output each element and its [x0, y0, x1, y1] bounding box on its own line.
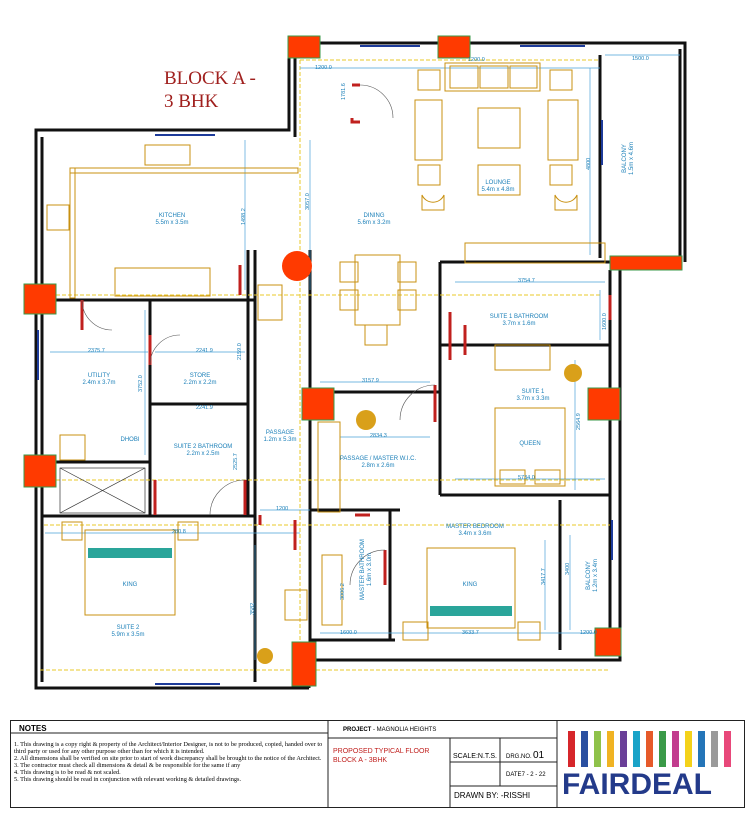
- logo-bar: [698, 731, 705, 767]
- note-item: 1. This drawing is a copy right & proper…: [14, 741, 323, 755]
- dim-label: 1200.0: [580, 630, 597, 636]
- dim-label: 2564.9: [576, 413, 582, 430]
- dim-label: 2375.7: [88, 348, 105, 354]
- dim-label: 3157.9: [362, 378, 379, 384]
- block-title-line1: BLOCK A -: [164, 68, 256, 89]
- dim-label: 1500.0: [632, 56, 649, 62]
- note-item: 5. This drawing should be read in conjun…: [14, 776, 242, 783]
- dim-label: 3633.7: [462, 630, 479, 636]
- column-round: [282, 251, 312, 281]
- dim-label: 3754.7: [518, 278, 535, 284]
- drg-number: 01: [533, 750, 545, 761]
- notes-title: NOTES: [19, 724, 47, 733]
- title-block-footer: NOTES 1. This drawing is a copy right & …: [10, 720, 745, 808]
- scale-label: SCALE:N.T.S.: [453, 753, 497, 760]
- block-title: BLOCK A - 3 BHK: [164, 67, 256, 113]
- logo-bar: [711, 731, 718, 767]
- logo-bars: [568, 731, 731, 767]
- drg-label: DRG.NO.: [506, 754, 532, 760]
- logo-bar: [633, 731, 640, 767]
- label-king-bed-master: KING: [462, 582, 478, 588]
- dim-label: 1600.0: [602, 313, 608, 330]
- dim-label: 3752.0: [138, 375, 144, 392]
- logo-bar: [581, 731, 588, 767]
- dim-label: 3582: [250, 602, 256, 615]
- date-label: DATE7 - 2 - 22: [506, 772, 546, 778]
- grid-lines: [40, 59, 610, 680]
- dhobi-area: [59, 467, 146, 514]
- dim-label: 3400: [565, 562, 571, 575]
- dim-label: 2525.7: [233, 453, 239, 470]
- note-item: 4. This drawing is to be read & not scal…: [14, 769, 121, 776]
- logo-bar: [672, 731, 679, 767]
- bed-linen: [88, 548, 512, 616]
- dim-label: 1200.0: [315, 65, 332, 71]
- logo-bar: [685, 731, 692, 767]
- dim-label: 3417.7: [541, 568, 547, 585]
- logo-bar: [594, 731, 601, 767]
- logo-bar: [659, 731, 666, 767]
- columns: [23, 35, 683, 687]
- dim-label: 2241.9: [196, 405, 213, 411]
- footer-grid: [10, 720, 558, 808]
- logo-wordmark: FAIRDEAL: [562, 768, 712, 801]
- dim-label: 2159.0: [237, 343, 243, 360]
- windows: [37, 45, 613, 685]
- dim-label: 2834.3: [370, 433, 387, 439]
- label-king-bed-suite2: KING: [122, 582, 138, 588]
- logo-bar: [568, 731, 575, 767]
- dim-label: 3057.0: [305, 193, 311, 210]
- rugs: [257, 364, 582, 664]
- company-logo: FAIRDEAL: [558, 721, 744, 807]
- label-queen-bed: QUEEN: [519, 441, 541, 447]
- notes-list: 1. This drawing is a copy right & proper…: [14, 741, 324, 783]
- dim-label: 1200: [276, 506, 289, 512]
- dim-label: 1600.0: [340, 630, 357, 636]
- dim-label: 5734.0: [518, 475, 535, 481]
- dim-label: 1781.6: [341, 83, 347, 100]
- note-item: 2. All dimensions shall be verified on s…: [14, 755, 322, 762]
- logo-bar: [607, 731, 614, 767]
- dim-label: 280.8: [172, 529, 186, 535]
- room-dhobi: DHOBI: [120, 437, 140, 443]
- dim-label: 1498.2: [241, 208, 247, 225]
- logo-bar: [724, 731, 731, 767]
- furniture: [46, 62, 606, 641]
- room-master-wic: PASSAGE / MASTER W.I.C.2.8m x 2.6m: [339, 456, 417, 469]
- project-name: PROJECT - MAGNOLIA HEIGHTS: [343, 727, 437, 733]
- logo-bar: [620, 731, 627, 767]
- dim-label: 4800: [586, 157, 592, 170]
- logo-bar: [646, 731, 653, 767]
- block-title-line2: 3 BHK: [164, 91, 219, 112]
- dim-label: 2241.9: [196, 348, 213, 354]
- drawn-by: DRAWN BY: -RISSHI: [454, 791, 531, 800]
- note-item: 3. The contractor must check all dimensi…: [14, 762, 241, 769]
- doors: [80, 83, 612, 585]
- dim-label: 1200.0: [468, 57, 485, 63]
- dim-label: 3006.2: [340, 583, 346, 600]
- door-swings: [81, 84, 436, 586]
